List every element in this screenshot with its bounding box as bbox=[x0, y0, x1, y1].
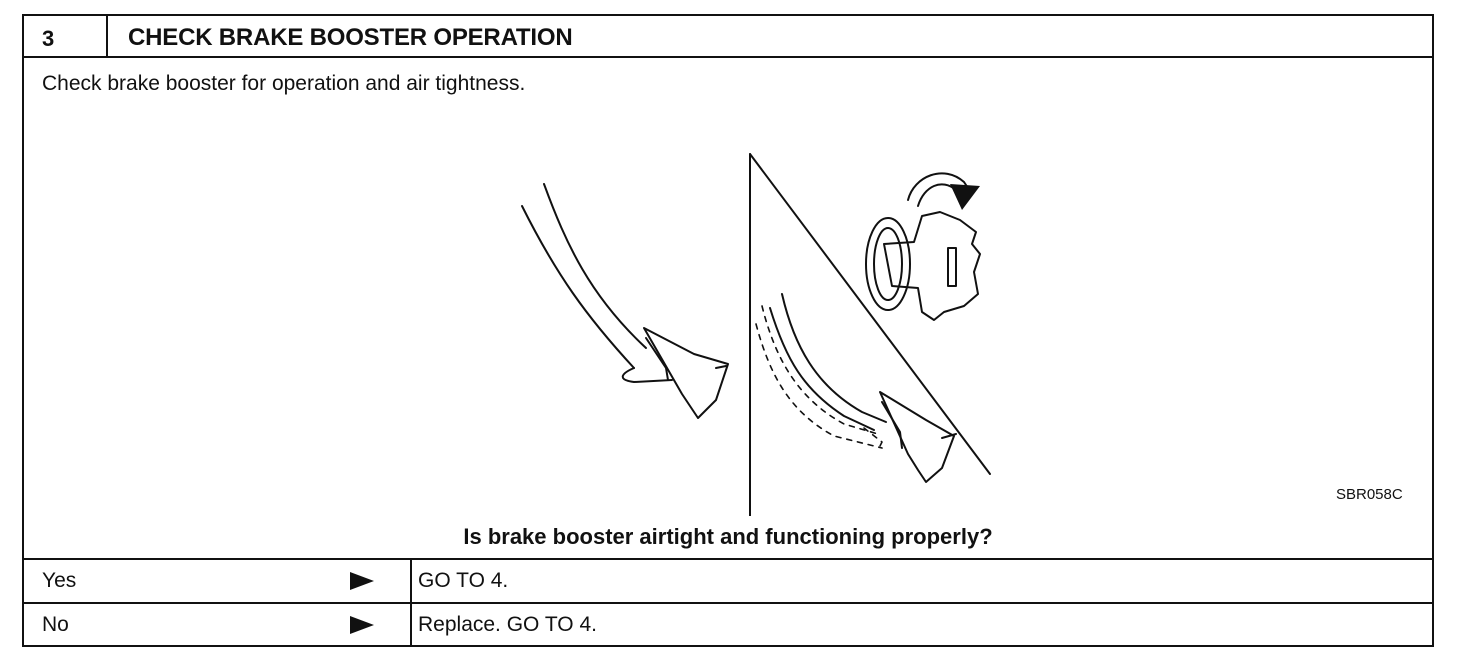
arrow-right-icon bbox=[350, 572, 374, 590]
procedure-table: 3 CHECK BRAKE BOOSTER OPERATION Check br… bbox=[22, 14, 1434, 647]
header-rule bbox=[24, 56, 1432, 58]
answer-label: Yes bbox=[42, 569, 77, 592]
results-divider bbox=[410, 558, 412, 647]
answer-label: No bbox=[42, 613, 69, 636]
brake-booster-illustration bbox=[521, 153, 991, 516]
header-divider bbox=[106, 16, 108, 58]
rotate-arrow-head bbox=[950, 184, 980, 210]
instruction-text: Check brake booster for operation and ai… bbox=[42, 72, 526, 95]
action-text: Replace. GO TO 4. bbox=[418, 613, 597, 636]
ignition-key-icon bbox=[865, 211, 981, 321]
results-top-rule bbox=[24, 558, 1432, 560]
step-title: CHECK BRAKE BOOSTER OPERATION bbox=[128, 24, 573, 51]
figure-code: SBR058C bbox=[1336, 486, 1403, 503]
brake-pedal-icon bbox=[521, 183, 729, 419]
step-number: 3 bbox=[42, 26, 55, 51]
question-text: Is brake booster airtight and functionin… bbox=[463, 524, 993, 549]
brake-pedal-pressed-icon bbox=[755, 293, 957, 483]
action-text: GO TO 4. bbox=[418, 569, 509, 592]
arrow-right-icon bbox=[350, 616, 374, 634]
results-mid-rule bbox=[24, 602, 1432, 604]
